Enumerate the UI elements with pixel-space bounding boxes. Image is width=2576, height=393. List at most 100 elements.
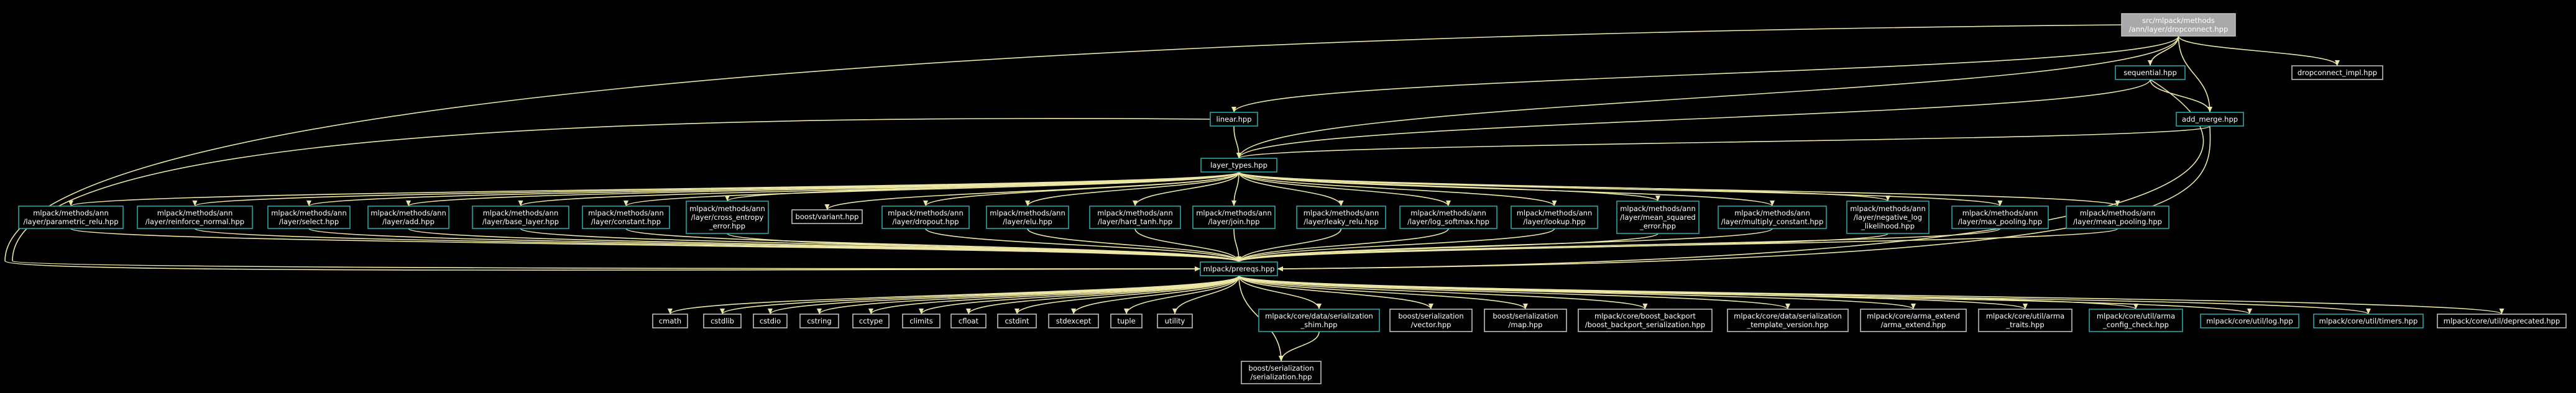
node-box: [1192, 206, 1276, 229]
node-label: mlpack/methods/ann: [689, 204, 765, 213]
node-linear[interactable]: linear.hpp: [1210, 112, 1258, 127]
node-box: [881, 206, 970, 229]
node-leaky-relu[interactable]: mlpack/methods/ann/layer/leaky_relu.hpp: [1296, 206, 1386, 229]
edge-sequential-to-add_merge: [2150, 79, 2210, 113]
node-join[interactable]: mlpack/methods/ann/layer/join.hpp: [1192, 206, 1276, 229]
node-box: [1578, 309, 1713, 332]
node-label: boost/serialization: [1248, 364, 1313, 373]
node-base-layer[interactable]: mlpack/methods/ann/layer/base_layer.hpp: [472, 206, 569, 229]
node-box: [2121, 13, 2236, 37]
node-label: /ann/layer/dropconnect.hpp: [2129, 25, 2229, 34]
arrowhead-prereqs-to-serialization_shim: [1317, 304, 1322, 309]
node-mean-squared[interactable]: mlpack/methods/ann/layer/mean_squared_er…: [1616, 201, 1700, 234]
arrowhead-layer_types-to-dropout: [923, 201, 928, 206]
node-add[interactable]: mlpack/methods/ann/layer/add.hpp: [367, 206, 449, 229]
node-elu[interactable]: mlpack/methods/ann/layer/elu.hpp: [986, 206, 1069, 229]
node-hard-tanh[interactable]: mlpack/methods/ann/layer/hard_tanh.hpp: [1089, 206, 1181, 229]
edge-prereqs-to-boost_backport: [1238, 275, 1646, 310]
edge-prereqs-to-template_version: [1238, 275, 1788, 310]
node-multiply-constant[interactable]: mlpack/methods/ann/layer/multiply_consta…: [1718, 206, 1827, 229]
node-timers[interactable]: mlpack/core/util/timers.hpp: [2313, 314, 2424, 328]
node-prereqs[interactable]: mlpack/prereqs.hpp: [1200, 261, 1278, 276]
node-mean-pooling[interactable]: mlpack/methods/ann/layer/mean_pooling.hp…: [2066, 206, 2169, 229]
node-box: [1616, 201, 1700, 234]
node-label: /layer/base_layer.hpp: [482, 217, 559, 226]
node-add-merge[interactable]: add_merge.hpp: [2176, 112, 2244, 127]
edge-prereqs-to-climits: [921, 275, 1240, 315]
node-negative-log[interactable]: mlpack/methods/ann/layer/negative_log_li…: [1846, 201, 1930, 234]
node-box: [1241, 361, 1322, 384]
node-label: cstdlib: [711, 317, 734, 325]
node-label: dropconnect_impl.hpp: [2298, 68, 2377, 77]
node-label: /layer/cross_entropy: [691, 213, 764, 222]
node-cstdint: cstdint: [997, 314, 1037, 328]
node-cross-entropy[interactable]: mlpack/methods/ann/layer/cross_entropy_e…: [686, 201, 769, 234]
node-label: /layer/leaky_relu.hpp: [1304, 217, 1378, 226]
arrowhead-root-to-linear: [1231, 107, 1236, 112]
arrowhead-prereqs-to-utility: [1172, 309, 1177, 314]
node-utility: utility: [1157, 314, 1193, 328]
node-label: _likelihood.hpp: [1861, 222, 1915, 230]
node-box: [1399, 206, 1497, 229]
arrowhead-layer_types-to-base_layer: [518, 201, 523, 206]
nodes-layer: src/mlpack/methods/ann/layer/dropconnect…: [18, 13, 2567, 384]
node-box: [2200, 314, 2299, 328]
node-box: [902, 314, 941, 328]
node-arma-extend: mlpack/core/arma_extend/arma_extend.hpp: [1860, 309, 1967, 332]
edge-prereqs-to-cctype: [870, 275, 1240, 315]
edge-prereqs-to-cstdio: [770, 275, 1240, 315]
edge-layer_types-to-constant: [625, 171, 1240, 207]
arrowhead-add_merge-to-layer_types: [1236, 153, 1241, 158]
node-deprecated: mlpack/core/util/deprecated.hpp: [2437, 314, 2567, 328]
node-sequential[interactable]: sequential.hpp: [2115, 65, 2186, 80]
node-box: [367, 206, 449, 229]
node-label: mlpack/core/arma_extend: [1867, 312, 1960, 320]
node-log-softmax[interactable]: mlpack/methods/ann/layer/log_softmax.hpp: [1399, 206, 1497, 229]
node-constant[interactable]: mlpack/methods/ann/layer/constant.hpp: [582, 206, 670, 229]
node-box: [686, 201, 769, 234]
edge-prereqs-to-timers: [1238, 275, 2369, 315]
edge-mean_squared-to-prereqs: [1238, 233, 1658, 263]
node-box: [1484, 309, 1567, 332]
node-max-pooling[interactable]: mlpack/methods/ann/layer/max_pooling.hpp: [1951, 206, 2049, 229]
node-layer-types[interactable]: layer_types.hpp: [1200, 158, 1277, 173]
arrowhead-layer_types-to-leaky_relu: [1338, 201, 1344, 206]
node-arma-config[interactable]: mlpack/core/util/arma_config_check.hpp: [2089, 309, 2183, 332]
node-label: /layer/lookup.hpp: [1523, 217, 1585, 226]
node-label: mlpack/core/util/deprecated.hpp: [2444, 317, 2560, 325]
node-box: [852, 314, 890, 328]
edge-leaky_relu-to-prereqs: [1238, 228, 1342, 263]
node-box: [1200, 261, 1278, 276]
node-label: mlpack/methods/ann: [1517, 209, 1593, 217]
arrowhead-layer_types-to-mean_pooling: [2115, 201, 2120, 206]
node-label: /layer/log_softmax.hpp: [1407, 217, 1489, 226]
edge-prereqs-to-boost_map: [1238, 275, 1526, 310]
node-label: climits: [909, 317, 933, 325]
node-serialization-shim[interactable]: mlpack/core/data/serialization_shim.hpp: [1258, 309, 1380, 332]
node-box: [2437, 314, 2567, 328]
node-label: boost/variant.hpp: [796, 212, 859, 221]
node-cstdio: cstdio: [753, 314, 788, 328]
arrowhead-prereqs-to-deprecated: [2499, 309, 2505, 314]
node-root: src/mlpack/methods/ann/layer/dropconnect…: [2121, 13, 2236, 37]
node-box: [799, 314, 839, 328]
node-box: [1860, 309, 1967, 332]
node-reinforce-normal[interactable]: mlpack/methods/ann/layer/reinforce_norma…: [137, 206, 253, 229]
node-log[interactable]: mlpack/core/util/log.hpp: [2200, 314, 2299, 328]
arrowhead-prereqs-to-stdexcept: [1071, 309, 1076, 314]
node-box: [1718, 206, 1827, 229]
node-parametric-relu[interactable]: mlpack/methods/ann/layer/parametric_relu…: [18, 206, 124, 229]
arrowhead-layer_types-to-cross_entropy: [725, 196, 730, 201]
edge-select-to-prereqs: [308, 228, 1240, 263]
node-dropout[interactable]: mlpack/methods/ann/layer/dropout.hpp: [881, 206, 970, 229]
node-select[interactable]: mlpack/methods/ann/layer/select.hpp: [267, 206, 351, 229]
edge-add_merge-to-prereqs: [1277, 125, 2211, 269]
edge-multiply_constant-to-prereqs: [1238, 228, 1773, 263]
node-label: layer_types.hpp: [1210, 161, 1267, 169]
node-label: boost/serialization: [1493, 312, 1558, 320]
node-arma-traits: mlpack/core/util/arma_traits.hpp: [1978, 309, 2072, 332]
node-cctype: cctype: [852, 314, 890, 328]
node-lookup[interactable]: mlpack/methods/ann/layer/lookup.hpp: [1511, 206, 1598, 229]
edge-sequential-to-prereqs: [1277, 79, 2204, 269]
